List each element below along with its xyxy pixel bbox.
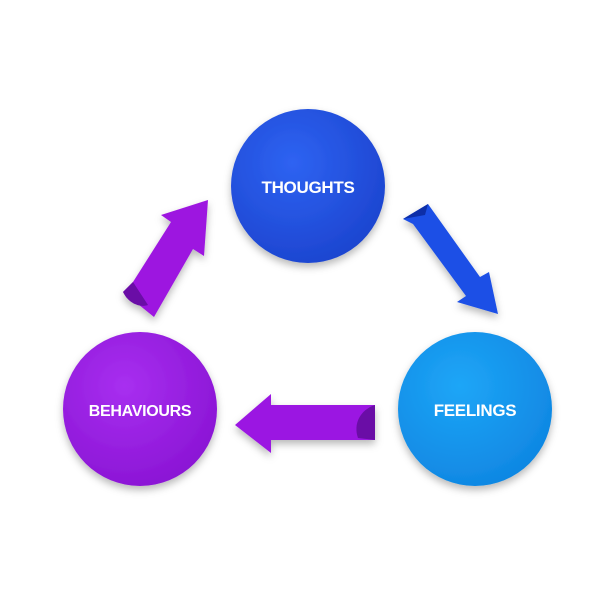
node-thoughts: THOUGHTS [231, 109, 385, 263]
node-behaviours-circle [63, 332, 217, 486]
node-feelings: FEELINGS [398, 332, 552, 486]
node-feelings-circle [398, 332, 552, 486]
arrow-behaviours-to-thoughts [123, 200, 208, 317]
arrow-thoughts-to-feelings [403, 204, 498, 314]
node-thoughts-circle [231, 109, 385, 263]
arrow-feelings-to-behaviours [235, 394, 375, 453]
node-behaviours: BEHAVIOURS [63, 332, 217, 486]
node-thoughts-label: THOUGHTS [262, 178, 355, 197]
node-feelings-label: FEELINGS [434, 401, 517, 420]
node-behaviours-label: BEHAVIOURS [89, 403, 192, 420]
